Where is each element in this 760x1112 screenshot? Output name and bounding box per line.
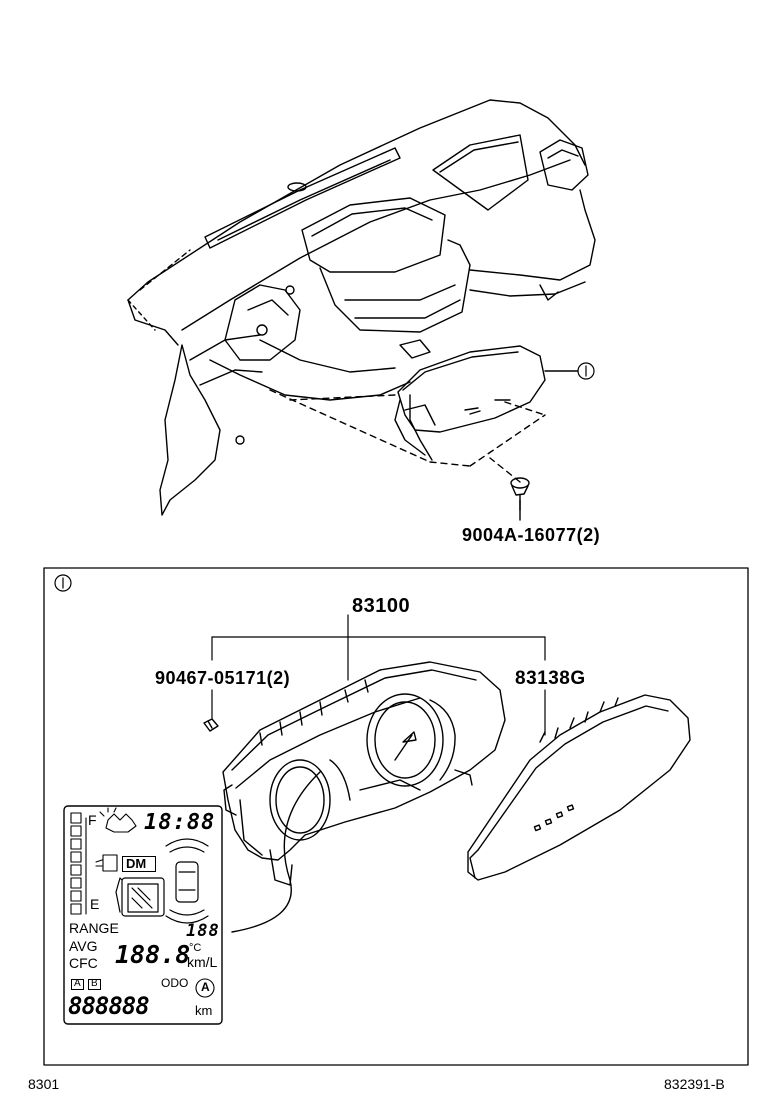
avg-label: AVG [69, 938, 98, 954]
fuel-full-label: F [88, 812, 97, 828]
callout-bracket [211, 614, 546, 736]
range-value: 188 [186, 921, 220, 941]
lcd-display-panel [63, 805, 223, 1025]
detail-frame [43, 567, 749, 1066]
odo-value: 888888 [68, 992, 150, 1020]
unit-temp: °C [189, 942, 202, 954]
weather-icon [99, 807, 137, 833]
circle-reference-icon [577, 362, 595, 380]
auto-badge: A [201, 980, 210, 994]
odo-label: ODO [161, 976, 189, 990]
trip-a-badge: A [74, 978, 81, 989]
range-label: RANGE [69, 920, 119, 936]
circle-reference-icon [54, 574, 72, 592]
combination-meter [222, 661, 506, 933]
dashboard-panel [127, 99, 596, 516]
page-code-left: 8301 [28, 1076, 60, 1092]
screw-icon [510, 477, 530, 521]
odo-unit: km [195, 1003, 213, 1018]
unit-kml: km/L [187, 954, 218, 970]
avg-value: 188.8 [115, 940, 191, 969]
callout-meter-assy: 83100 [352, 595, 411, 617]
fuel-gauge-icon [70, 812, 87, 915]
drive-mode-icon [115, 877, 165, 917]
meter-glass [467, 694, 691, 881]
callout-screw-inner: 90467-05171(2) [155, 668, 291, 688]
callout-glass: 83138G [515, 668, 586, 689]
combination-meter-upper [394, 345, 546, 461]
clip-icon [203, 718, 219, 732]
trip-meter-area [195, 978, 215, 998]
parking-sensor-icon [165, 838, 209, 924]
fuel-pump-icon [95, 854, 118, 872]
cfc-label: CFC [69, 955, 98, 971]
alignment-guides [269, 389, 546, 483]
trip-b-badge: B [91, 978, 98, 989]
page-code-right: 832391-B [664, 1076, 725, 1092]
callout-screw-upper: 9004A-16077(2) [462, 525, 601, 545]
fuel-empty-label: E [90, 896, 100, 912]
dm-badge: DM [126, 856, 147, 871]
clock-display: 18:88 [144, 810, 216, 835]
